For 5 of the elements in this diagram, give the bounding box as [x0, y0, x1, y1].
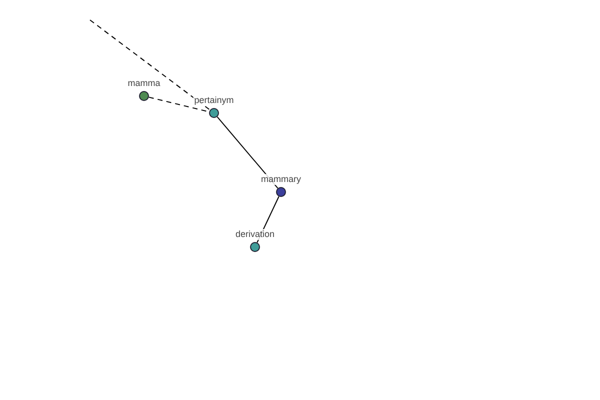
node-label: pertainym	[193, 95, 235, 106]
dashed-connector	[90, 20, 210, 110]
node-label: mammary	[260, 174, 302, 185]
node-label: derivation	[234, 229, 276, 240]
node-label: mamma	[126, 78, 162, 89]
